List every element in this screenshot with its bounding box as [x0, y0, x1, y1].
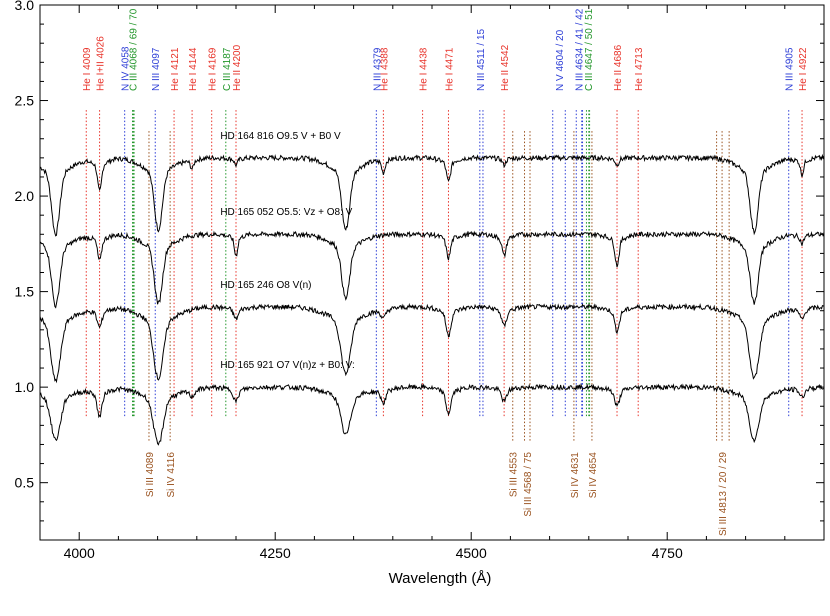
top-line-label: He II 4686 [613, 44, 624, 91]
spectrum-line [39, 302, 825, 384]
top-line-label: He I 4438 [419, 47, 430, 91]
x-tick-label: 4500 [456, 545, 487, 561]
y-tick-label: 2.5 [15, 93, 35, 109]
top-line-label: N III 4097 [151, 47, 162, 91]
spectrum-name: HD 165 052 O5.5: Vz + O8: V [220, 207, 352, 218]
top-line-label: C III 4187 [222, 47, 233, 91]
top-line-label: C III 4068 / 69 / 70 [129, 8, 140, 91]
top-line-label: He I 4713 [634, 47, 645, 91]
y-tick-label: 2.0 [15, 188, 35, 204]
bottom-line-label: Si IV 4116 [166, 452, 177, 498]
bottom-line-label: Si III 4553 [509, 452, 520, 497]
top-line-label: C III 4647 / 50 / 51 [584, 8, 595, 91]
top-line-label: He II 4542 [500, 44, 511, 91]
bottom-line-label: Si III 4568 / 75 [523, 452, 534, 517]
x-tick-label: 4250 [260, 545, 291, 561]
top-line-label: N III 4379 [372, 47, 383, 91]
bottom-line-label: Si III 4089 [145, 452, 156, 497]
top-line-label: He I 4144 [188, 47, 199, 91]
top-line-label: He I 4388 [379, 47, 390, 91]
top-line-label: He I 4169 [208, 47, 219, 91]
spectra-series [39, 153, 825, 446]
x-tick-label: 4000 [64, 545, 95, 561]
bottom-line-label: Si III 4813 / 20 / 29 [718, 452, 729, 536]
top-line-label: N III 4905 [785, 47, 796, 91]
spectrum-line [39, 230, 825, 309]
top-line-label: N IV 4058 [121, 46, 132, 91]
spectrum-name: HD 165 921 O7 V(n)z + B0: V: [220, 360, 354, 371]
x-tick-label: 4750 [652, 545, 683, 561]
x-axis-label: Wavelength (Å) [389, 570, 492, 587]
top-line-label: He I 4471 [444, 47, 455, 91]
y-tick-label: 1.5 [15, 284, 35, 300]
y-tick-label: 1.0 [15, 379, 35, 395]
line-markers [85, 110, 803, 441]
y-tick-label: 0.5 [15, 475, 35, 491]
spectrum-line [39, 382, 825, 446]
axes: 4000 4250 4500 4750 0.5 1.0 1.5 2.0 2.5 3.0 [15, 0, 825, 561]
spectrum-name: HD 165 246 O8 V(n) [220, 280, 311, 291]
top-line-label: N V 4604 / 20 [555, 29, 566, 91]
top-line-label: He I+II 4026 [96, 36, 107, 91]
spectrum-name: HD 164 816 O9.5 V + B0 V [220, 131, 341, 142]
top-line-label: N III 4511 / 15 [476, 28, 487, 91]
y-tick-label: 3.0 [15, 0, 35, 13]
top-line-label: He I 4121 [170, 47, 181, 91]
bottom-line-label: Si IV 4631 [570, 452, 581, 499]
bottom-line-label: Si IV 4654 [588, 452, 599, 499]
spectrum-names: HD 164 816 O9.5 V + B0 V HD 165 052 O5.5:… [220, 131, 354, 371]
top-line-label: N III 4634 / 41 / 42 [575, 8, 586, 91]
top-line-label: He I 4922 [798, 47, 809, 91]
top-line-label: He I 4009 [82, 47, 93, 91]
top-line-label: He II 4200 [232, 44, 243, 91]
spectrum-line [39, 153, 825, 237]
